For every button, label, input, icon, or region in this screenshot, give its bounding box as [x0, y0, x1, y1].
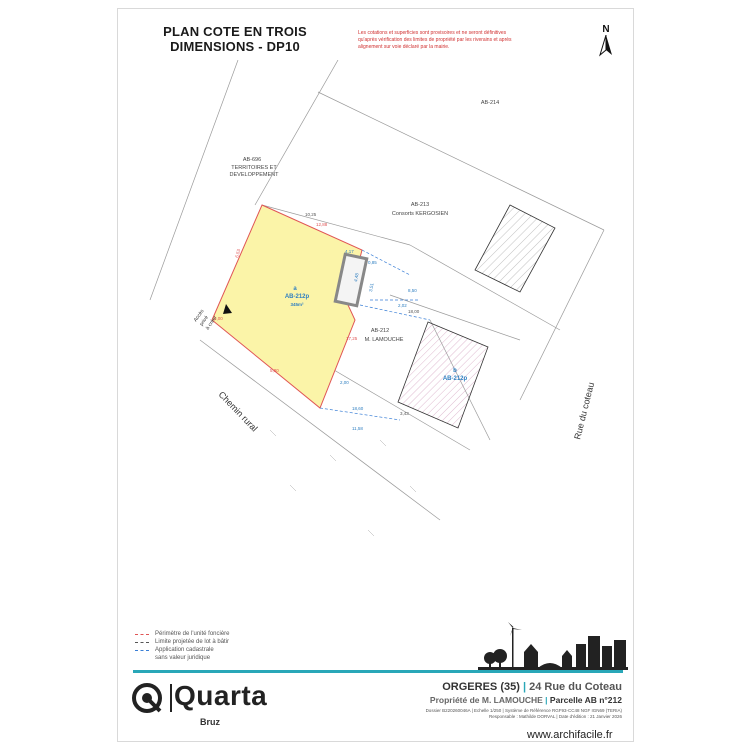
plan-sheet	[117, 8, 634, 742]
legend-item-cadastrale: Application cadastrale sans valeur jurid…	[135, 646, 230, 662]
label-ab213-owner: Consorts KERGOSIEN	[392, 211, 448, 217]
dim-14: 11,58	[352, 426, 363, 431]
lot-a-area: 345m²	[290, 302, 304, 307]
label-ab696-owner-2: DEVELOPPEMENT	[230, 172, 280, 178]
north-label: N	[602, 24, 610, 35]
lot-b-code: AB-212p	[443, 376, 468, 382]
info-owner-parcel: Propriété de M. LAMOUCHE | Parcelle AB n…	[429, 695, 622, 705]
title-line-2: DIMENSIONS - DP10	[170, 39, 300, 54]
legend-label-cadastrale: Application cadastrale sans valeur jurid…	[155, 646, 214, 662]
dim-17: 18,00	[408, 309, 420, 314]
legend-line-blue	[135, 650, 149, 651]
dim-4: 0,85	[368, 260, 377, 265]
brand-name: Quarta	[174, 680, 268, 711]
page-title: PLAN COTE EN TROIS DIMENSIONS - DP10	[150, 24, 320, 54]
quarta-logo-icon	[132, 683, 162, 713]
dim-9: 2,02	[398, 303, 407, 308]
title-line-1: PLAN COTE EN TROIS	[163, 24, 307, 39]
road-chemin-rural: Chemin rural	[217, 389, 260, 433]
warning-note: Les cotations et superficies sont provis…	[358, 30, 512, 50]
footer-accent-line	[133, 670, 623, 673]
label-ab213-code: AB-213	[411, 202, 429, 208]
building-ab213	[474, 204, 556, 293]
watermark: www.archifacile.fr	[527, 729, 613, 741]
dim-3: 6,53	[234, 248, 241, 258]
info-parcel: Parcelle AB n°212	[549, 695, 622, 705]
dim-16: 3,43	[400, 411, 409, 416]
building-lot-b	[397, 321, 489, 429]
label-ab214: AB-214	[481, 100, 499, 106]
dimension-lines	[319, 249, 431, 421]
brand-city: Bruz	[200, 717, 220, 727]
lot-b-letter: b	[453, 368, 457, 374]
cadastral-lines	[149, 60, 605, 521]
shed-building	[333, 252, 369, 308]
info-town: ORGERES (35)	[442, 681, 520, 693]
legend-label-limite: Limite projetée de lot à bâtir	[155, 639, 230, 645]
access-label-2: privé	[199, 315, 210, 327]
project-info: ORGERES (35) | 24 Rue du Coteau Propriét…	[426, 681, 622, 719]
dim-5: 4,48	[353, 272, 360, 282]
dim-2: 4,17	[345, 249, 354, 254]
dim-11: 5,80	[270, 368, 279, 373]
site-plan: AB-214 AB-696 TERRITOIRES ET DEVELOPPEME…	[149, 60, 605, 537]
label-ab212-code: AB-212	[371, 328, 389, 334]
lot-a-letter: a	[293, 286, 297, 292]
info-owner: Propriété de M. LAMOUCHE	[429, 695, 543, 705]
dim-8: 8,50	[408, 288, 417, 293]
logo-separator	[170, 684, 172, 712]
info-location: ORGERES (35) | 24 Rue du Coteau	[442, 681, 622, 693]
access-arrow-icon	[223, 304, 232, 314]
dim-15: 10,25	[305, 212, 317, 217]
legend-label-cadastrale-1: Application cadastrale	[155, 647, 214, 653]
dim-13: 18,60	[352, 406, 364, 411]
dim-1: 12,88	[316, 222, 328, 227]
info-responsable: Responsable : Mathilde DORVAL | Date d'é…	[488, 714, 622, 719]
label-ab212-owner: M. LAMOUCHE	[365, 337, 404, 343]
info-dossier: Dossier B220260046A | Echelle 1/250 | Sy…	[425, 708, 622, 713]
info-address: 24 Rue du Coteau	[529, 681, 622, 693]
skyline-illustration	[478, 622, 628, 670]
dim-7: 17,25	[346, 336, 358, 341]
legend-label-cadastrale-2: sans valeur juridique	[155, 655, 211, 661]
legend-item-perimetre: Périmètre de l'unité foncière	[135, 630, 230, 638]
parcel-lot-a	[211, 204, 363, 409]
road-marks	[269, 429, 417, 537]
dim-6: 3,51	[368, 282, 375, 292]
label-ab696-owner-1: TERRITOIRES ET	[231, 165, 277, 171]
lot-a-code: AB-212p	[285, 294, 310, 300]
road-rue-du-coteau: Rue du coteau	[572, 381, 596, 440]
label-ab696-code: AB-696	[243, 157, 261, 163]
legend-line-red	[135, 634, 149, 635]
dim-12: 2,00	[340, 380, 349, 385]
north-arrow-icon	[599, 34, 612, 57]
dim-10: 4,00	[214, 316, 223, 321]
legend-item-limite: Limite projetée de lot à bâtir	[135, 638, 230, 646]
legend: Périmètre de l'unité foncière Limite pro…	[135, 630, 230, 662]
legend-label-perimetre: Périmètre de l'unité foncière	[155, 631, 230, 637]
legend-line-grey	[135, 642, 149, 643]
north-arrow: N	[596, 24, 616, 62]
